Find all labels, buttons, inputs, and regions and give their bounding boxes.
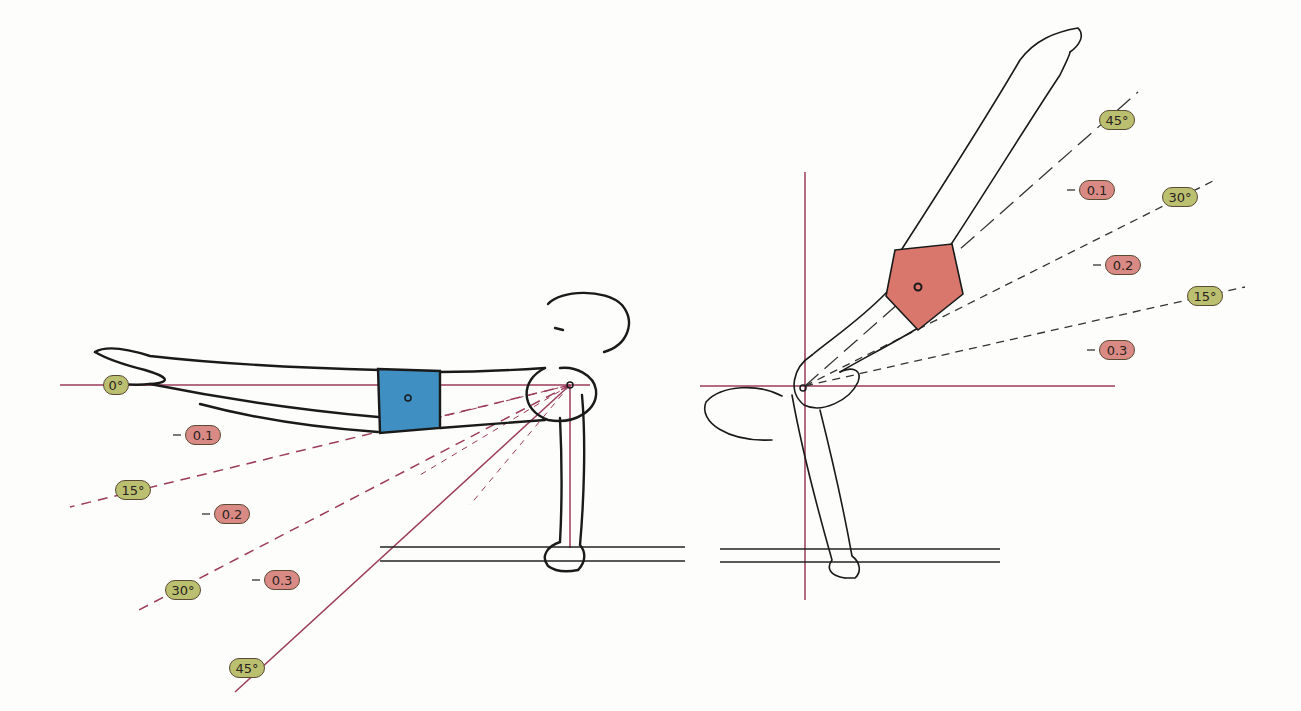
arm-outline [545, 418, 578, 571]
angle-tag: 0° [103, 375, 130, 395]
bar [720, 561, 1000, 563]
tag-text: 30° [1168, 190, 1191, 205]
tag-text: 0.2 [222, 507, 243, 522]
tag-text: 15° [121, 483, 144, 498]
shoulder-outline [527, 368, 597, 421]
tag-text: 0.1 [193, 428, 214, 443]
angle-tag: 30° [165, 580, 201, 600]
head-outline [705, 388, 782, 441]
leg-outline [200, 404, 378, 432]
torso-outline [440, 420, 545, 428]
bar [380, 546, 685, 548]
tag-text: 0.1 [1087, 183, 1108, 198]
parallel-bars [380, 547, 1000, 562]
shoulder-point [567, 382, 573, 388]
deduction-tag: 0.1 [185, 425, 221, 445]
deduction-tag: 0.2 [214, 504, 250, 524]
tag-text: 45° [235, 661, 258, 676]
gymnast-horizontal [95, 293, 629, 571]
dash-marks [173, 190, 1101, 580]
angle-tag: 45° [1099, 110, 1135, 130]
angle-rays [805, 92, 1245, 386]
dash-mark [202, 513, 210, 514]
head-outline [548, 293, 629, 352]
angle-tag: 15° [115, 480, 151, 500]
shorts [378, 369, 440, 433]
angle-ray [70, 385, 570, 507]
dash-mark [1067, 189, 1075, 190]
dash-mark [1093, 264, 1101, 265]
bar [720, 548, 1000, 550]
shoulder-point [800, 385, 806, 391]
dash-mark [252, 579, 260, 580]
angle-tag: 45° [229, 658, 265, 678]
shoulder-outline [794, 355, 859, 408]
tag-text: 30° [171, 583, 194, 598]
angle-lines [60, 385, 590, 692]
angle-tag: 15° [1187, 286, 1223, 306]
shorts [886, 244, 963, 330]
angle-ray [805, 92, 1138, 386]
tag-text: 0° [109, 378, 124, 393]
deduction-tag: 0.1 [1079, 180, 1115, 200]
head-detail [555, 328, 563, 330]
deduction-tag: 0.2 [1105, 255, 1141, 275]
angle-lines [700, 172, 1115, 600]
centre-point [405, 395, 411, 401]
tag-text: 0.2 [1113, 258, 1134, 273]
torso-outline [440, 368, 545, 372]
tag-text: 45° [1105, 113, 1128, 128]
dash-mark [1087, 349, 1095, 350]
deduction-tag: 0.3 [264, 570, 300, 590]
angle-tag: 30° [1162, 187, 1198, 207]
vertical-line [569, 385, 571, 548]
arm-outline [578, 395, 584, 570]
tag-text: 15° [1193, 289, 1216, 304]
leg-outline [950, 52, 1070, 246]
torso-outline [840, 328, 918, 372]
torso-outline [812, 292, 887, 355]
deduction-tag: 0.3 [1099, 340, 1135, 360]
angle-ray [470, 385, 570, 505]
angle-ray [420, 385, 570, 475]
tag-text: 0.3 [1107, 343, 1128, 358]
centre-point [915, 284, 922, 291]
leg-outline [95, 349, 380, 370]
gymnast-inclined [705, 28, 1082, 578]
leg-outline [900, 28, 1081, 252]
angle-ray [135, 385, 570, 612]
horizontal-line [700, 385, 1115, 387]
angle-ray [805, 287, 1245, 386]
angle-ray [805, 180, 1215, 386]
bar [380, 560, 685, 562]
arm-outline [820, 410, 859, 578]
dash-mark [173, 434, 181, 435]
arm-outline [792, 395, 845, 578]
tag-text: 0.3 [272, 573, 293, 588]
leg-outline [150, 384, 378, 417]
